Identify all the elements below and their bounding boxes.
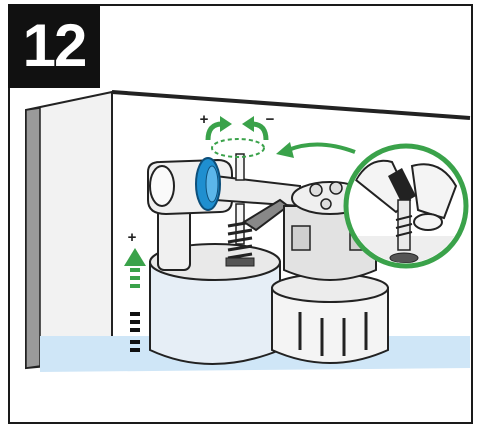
valve-arm — [215, 176, 300, 206]
raise-plus: + — [128, 229, 137, 246]
tighten-plus: + — [200, 111, 209, 128]
loosen-minus: − — [266, 111, 275, 128]
adjustment-nut-icon — [196, 158, 220, 210]
curved-arrow-icon — [276, 142, 355, 158]
rotate-counterclockwise-icon — [242, 116, 266, 140]
up-arrow-icon — [124, 248, 146, 288]
rotate-clockwise-icon — [208, 116, 232, 140]
